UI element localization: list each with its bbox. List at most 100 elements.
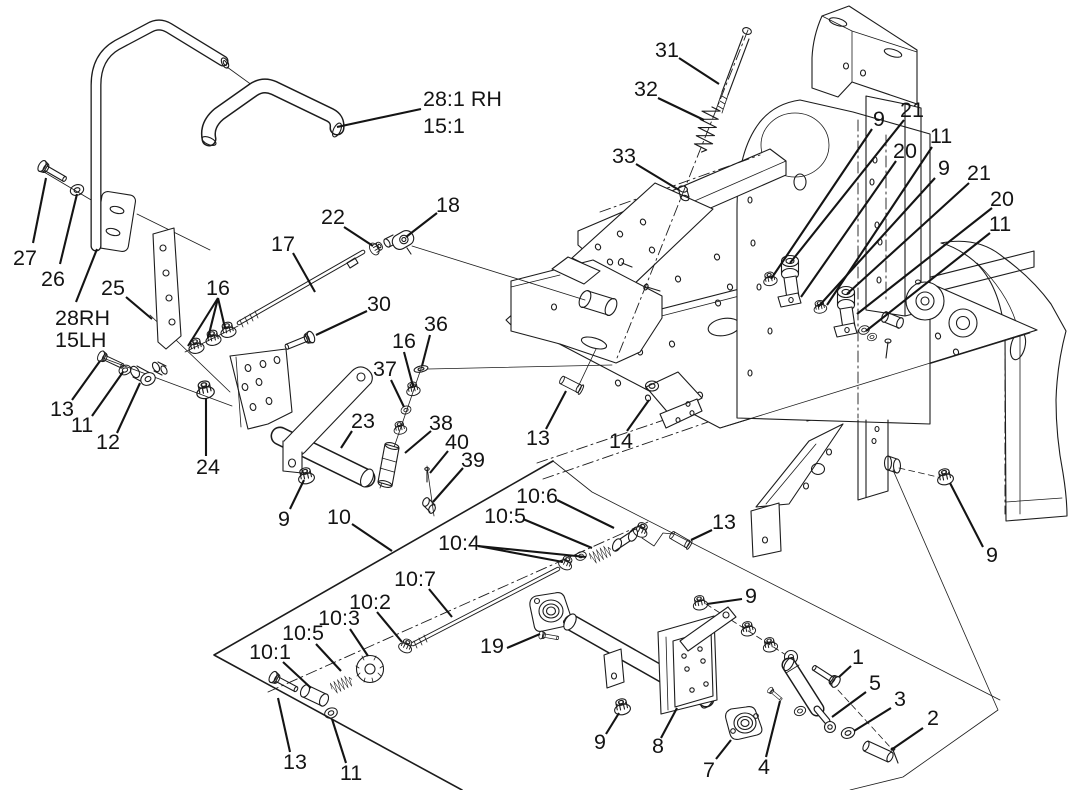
callout-leader-11 [865,232,991,332]
callout-leader-12 [116,382,141,434]
callout-leader-27 [31,177,48,244]
callout-leader-10 [351,523,393,552]
washer-36 [413,365,429,373]
callout-label: 9 [594,730,606,754]
callout-label: 8 [652,734,664,758]
callout-leader-28RH [75,248,98,303]
line-art [35,5,1068,790]
callout-leader-1 [838,665,852,678]
callout-leader-10:3 [349,628,369,657]
callout-leader-20 [800,160,897,298]
bolt-30 [282,329,317,354]
callout-leader-10:2 [376,611,403,643]
callout-label: 19 [480,634,504,658]
callout-leader-26 [58,193,79,265]
washer-11 [322,705,340,721]
callout-label: 28:1 RH [423,87,502,111]
callout-leader-5 [831,691,867,718]
callout-leader-38 [404,430,432,454]
spring-32 [692,104,722,155]
callout-leader-19 [506,633,541,649]
callout-label: 9 [873,107,885,131]
callout-leader-28:1 RH [336,107,422,129]
callout-label: 11 [71,413,93,437]
callout-label: 14 [609,429,633,453]
callout-label: 10 [327,505,351,529]
callout-label: 10:3 [318,606,360,630]
callout-label: 4 [758,755,770,779]
callout-label: 9 [938,156,950,180]
callout-label: 16 [206,276,230,300]
callout-label: 26 [41,267,65,291]
pump-control-arms [761,254,879,343]
bar-25 [152,227,182,350]
machine-frame [505,5,1068,558]
callout-label: 10:4 [438,531,480,555]
callout-leader-23 [340,430,353,449]
callout-leader-40 [429,450,449,474]
pin-13 [667,529,694,551]
bolt-31 [742,27,752,35]
callout-label: 10:2 [349,590,391,614]
callout-label: 20 [893,139,917,163]
nut-24 [193,378,216,401]
callout-label: 36 [424,312,448,336]
callout-leader-37 [390,379,405,408]
callout-leader-10:6 [556,499,615,529]
callout-label: 21 [900,98,924,122]
callout-leader-4 [764,700,782,758]
bolt-27 [35,158,70,186]
bushing-39 [422,497,430,507]
callout-leader-10:4 [477,544,564,564]
callout-label: 13 [283,750,307,774]
callout-label: 18 [436,193,460,217]
callout-leader-17 [292,252,316,293]
callout-label: 28RH [55,306,110,330]
callout-label: 33 [612,144,636,168]
callout-leader-10:7 [428,588,453,618]
callout-label: 40 [445,430,469,454]
callout-leader-30 [315,310,368,336]
nut-9 [611,696,632,717]
callout-label: 13 [526,426,550,450]
callout-leader-13 [276,697,292,753]
callout-label: 9 [745,584,757,608]
callout-label: 11 [340,761,362,785]
bolt-4 [766,686,785,703]
callout-leader-10:4 [477,544,587,559]
callout-leader-11 [330,718,348,764]
adjuster-38 [377,443,400,487]
callout-label: 37 [373,357,397,381]
callout-leader-9 [706,597,743,606]
callout-label: 2 [927,706,939,730]
callout-label: 12 [96,430,120,454]
callout-label: 10:5 [282,621,324,645]
callout-label: 31 [655,38,679,62]
callout-leader-16 [216,297,227,329]
callout-leader-13 [71,360,101,401]
callout-leader-20 [856,207,993,315]
callout-leader-13 [545,390,567,430]
callout-leader-22 [343,226,374,247]
callout-leader-3 [853,707,892,732]
callout-label: 10:1 [249,640,291,664]
callout-leader-2 [890,727,924,751]
callout-leader-18 [405,212,438,238]
callout-label: 13 [50,397,74,421]
callout-label: 15:1 [423,114,465,138]
callout-label: 1 [852,645,864,669]
callout-label: 10:6 [516,484,558,508]
callout-label: 27 [13,246,37,270]
callout-leader-9 [817,177,936,308]
callout-label: 16 [392,329,416,353]
callout-label: 13 [712,510,736,534]
callout-label: 7 [703,758,715,782]
callout-leader-11 [91,371,124,417]
callout-leader-9 [289,479,305,510]
callout-label: 5 [869,671,881,695]
hub-12 [140,372,156,386]
callout-label: 10:7 [394,567,436,591]
